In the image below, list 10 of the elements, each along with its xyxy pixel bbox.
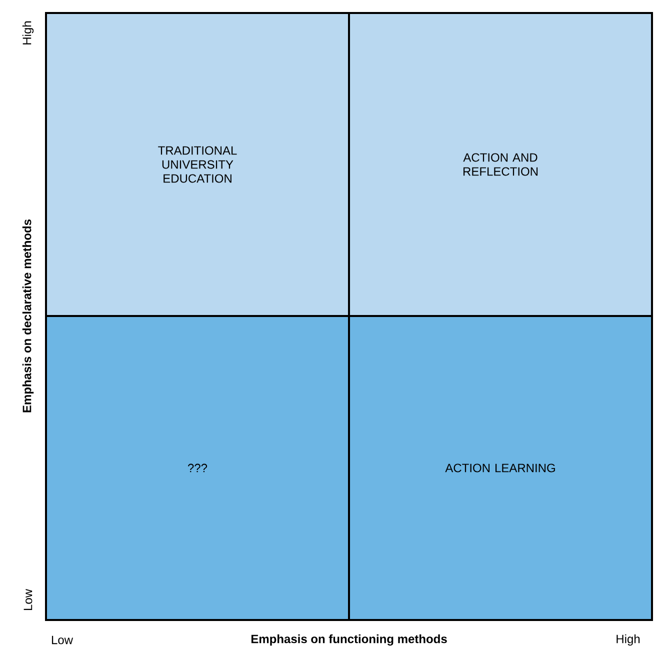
axis-title: Emphasis on functioning methods <box>251 634 447 646</box>
axis-tick-label: Low <box>24 588 32 610</box>
axis-tick-label: High <box>616 634 640 646</box>
axis-title: Emphasis on declarative methods <box>22 219 34 412</box>
axis-tick-label: Low <box>52 636 74 644</box>
quadrant-cell: ACTION AND REFLECTION <box>348 12 653 317</box>
quadrant-cell: TRADITIONAL UNIVERSITY EDUCATION <box>45 12 350 317</box>
quadrant-cell: ??? <box>45 315 350 621</box>
axis-tick-label: High <box>22 21 34 44</box>
quadrant-cell: ACTION LEARNING <box>348 315 653 621</box>
